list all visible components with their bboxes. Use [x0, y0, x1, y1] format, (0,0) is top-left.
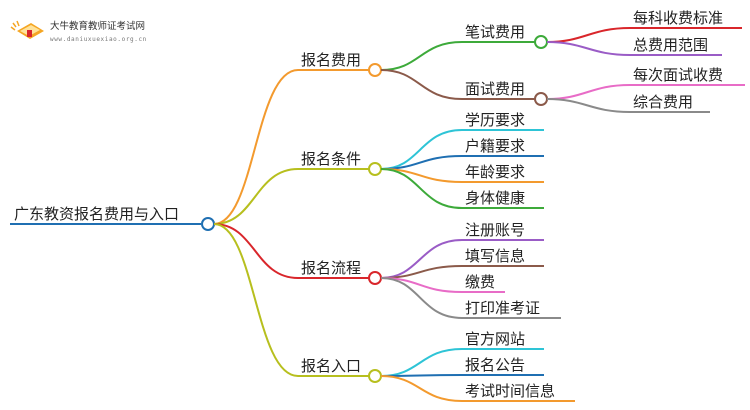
branch-fee[interactable]: 报名费用 笔试费用 每科收费标准 总费用范围 面试费用: [213, 9, 745, 225]
leaf-label: 年龄要求: [465, 163, 525, 181]
branch-edge: [213, 69, 299, 225]
logo-title: 大牛教育教师证考试网: [50, 20, 145, 32]
leaf-edge: [380, 168, 463, 209]
branch-connector: [368, 162, 382, 176]
leaf-edge: [546, 98, 631, 113]
subbranch-written[interactable]: 笔试费用 每科收费标准 总费用范围: [380, 9, 742, 71]
leaf-edge: [380, 348, 463, 377]
logo-url: www.daniuxuexiao.org.cn: [50, 36, 147, 43]
subbranch-edge: [380, 69, 463, 100]
branch-connector: [368, 369, 382, 383]
leaf-label: 每次面试收费: [633, 66, 723, 84]
branch-label-process: 报名流程: [301, 259, 361, 277]
root-node[interactable]: 广东教资报名费用与入口: [10, 205, 215, 231]
leaf-edge: [546, 41, 631, 56]
leaf-label: 注册账号: [465, 221, 525, 239]
leaf-label: 综合费用: [633, 93, 693, 111]
leaf-label: 户籍要求: [465, 137, 525, 155]
leaf-edge: [380, 375, 463, 402]
subbranch-label-interview: 面试费用: [465, 80, 525, 98]
branch-label-conditions: 报名条件: [301, 150, 361, 168]
branch-conditions[interactable]: 报名条件 学历要求 户籍要求 年龄要求 身体健康: [213, 111, 544, 225]
branch-label-fee: 报名费用: [301, 51, 361, 69]
leaf-edge: [546, 84, 631, 100]
leaf-edge: [546, 27, 631, 43]
branch-edge: [213, 168, 299, 225]
leaf-label: 官方网站: [465, 330, 525, 348]
leaf-label: 考试时间信息: [465, 382, 555, 400]
subbranch-connector: [534, 92, 548, 106]
subbranch-edge: [380, 41, 463, 71]
leaf-label: 身体健康: [465, 189, 525, 207]
branch-connector: [368, 271, 382, 285]
subbranch-connector: [534, 35, 548, 49]
branch-edge: [213, 223, 299, 279]
leaf-edge: [380, 277, 463, 319]
subbranch-interview[interactable]: 面试费用 每次面试收费 综合费用: [380, 66, 745, 113]
leaf-label: 缴费: [465, 273, 495, 291]
logo: 大牛教育教师证考试网 www.daniuxuexiao.org.cn: [10, 20, 147, 43]
root-label: 广东教资报名费用与入口: [14, 205, 179, 223]
root-connector: [201, 217, 215, 231]
leaf-label: 每科收费标准: [633, 9, 723, 27]
branch-entry[interactable]: 报名入口 官方网站 报名公告 考试时间信息: [213, 223, 575, 402]
leaf-label: 总费用范围: [633, 36, 708, 54]
leaf-label: 填写信息: [465, 247, 525, 265]
branch-process[interactable]: 报名流程 注册账号 填写信息 缴费 打印准考证: [213, 221, 561, 319]
leaf-label: 报名公告: [465, 356, 525, 374]
leaf-label: 打印准考证: [465, 299, 540, 317]
book-logo-icon: [10, 20, 44, 39]
branch-connector: [368, 63, 382, 77]
branch-edge: [213, 223, 299, 377]
branch-label-entry: 报名入口: [301, 357, 361, 375]
leaf-edge: [380, 374, 463, 377]
subbranch-label-written: 笔试费用: [465, 23, 525, 41]
leaf-label: 学历要求: [465, 111, 525, 129]
